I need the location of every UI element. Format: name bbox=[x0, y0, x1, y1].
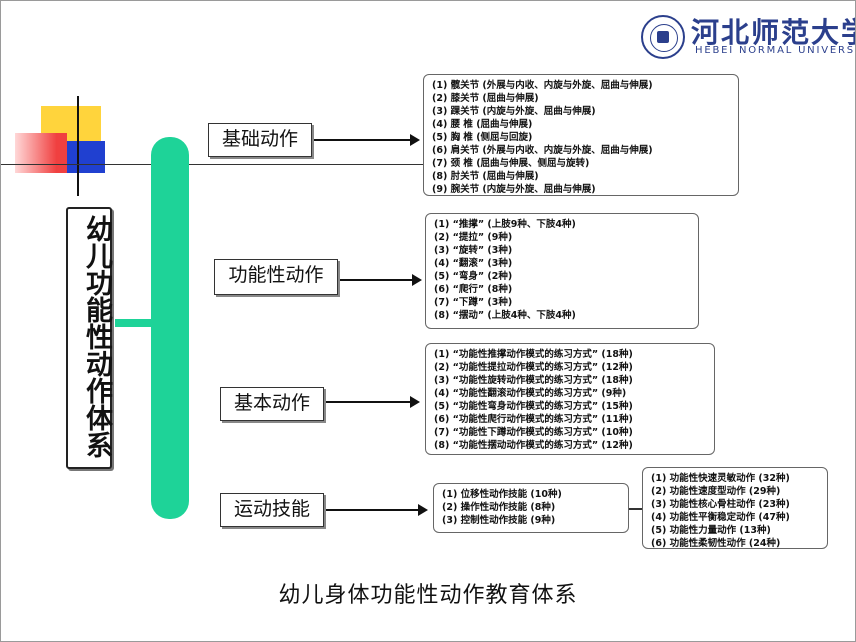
list-item: (5) 胸 椎 (侧屈与回旋) bbox=[432, 132, 533, 143]
arrow-to-list-2 bbox=[340, 274, 422, 286]
list-item: (5) “弯身” (2种) bbox=[434, 271, 513, 282]
university-seal-icon bbox=[641, 15, 685, 59]
list-item: (2) “功能性提拉动作模式的练习方式” (12种) bbox=[434, 362, 633, 373]
list-item: (5) 功能性力量动作 (13种) bbox=[651, 525, 771, 536]
green-brace-bar bbox=[151, 137, 189, 519]
list-item: (7) “下蹲” (3种) bbox=[434, 297, 513, 308]
list-item: (4) 腰 椎 (屈曲与伸展) bbox=[432, 119, 533, 130]
list-item: (8) “功能性摆动动作模式的练习方式” (12种) bbox=[434, 440, 633, 451]
list-item: (4) “功能性翻滚动作模式的练习方式” (9种) bbox=[434, 388, 627, 399]
arrow-to-list-1 bbox=[314, 134, 420, 146]
logo-name-cn: 河北师范大学 bbox=[691, 16, 856, 49]
category-fundamental: 基本动作 bbox=[220, 387, 324, 421]
list-item: (3) 踝关节 (内旋与外旋、屈曲与伸展) bbox=[432, 106, 596, 117]
connector-line bbox=[629, 508, 642, 510]
list-item: (2) 功能性速度型动作 (29种) bbox=[651, 486, 781, 497]
list-item: (7) “功能性下蹲动作模式的练习方式” (10种) bbox=[434, 427, 633, 438]
list-item: (1) “功能性推撑动作模式的练习方式” (18种) bbox=[434, 349, 633, 360]
list-item: (6) 功能性柔韧性动作 (24种) bbox=[651, 538, 781, 549]
list-item: (1) “推撑” (上肢9种、下肢4种) bbox=[434, 219, 576, 230]
arrow-to-list-3 bbox=[326, 396, 420, 408]
decor-red-square bbox=[15, 133, 67, 173]
list-item: (6) 肩关节 (外展与内收、内旋与外旋、屈曲与伸展) bbox=[432, 145, 653, 156]
list-item: (9) 腕关节 (内旋与外旋、屈曲与伸展) bbox=[432, 184, 596, 195]
list-item: (5) “功能性弯身动作模式的练习方式” (15种) bbox=[434, 401, 633, 412]
logo-name-en: HEBEI NORMAL UNIVERSITY bbox=[695, 45, 855, 56]
list-item: (3) 控制性动作技能 (9种) bbox=[442, 515, 556, 526]
list-item: (4) 功能性平衡稳定动作 (47种) bbox=[651, 512, 790, 523]
list-item: (2) “提拉” (9种) bbox=[434, 232, 513, 243]
root-title-box: 幼儿功能性动作体系 bbox=[66, 207, 112, 469]
root-title: 幼儿功能性动作体系 bbox=[81, 215, 112, 458]
list-item: (1) 髋关节 (外展与内收、内旋与外旋、屈曲与伸展) bbox=[432, 80, 653, 91]
list-basic-joint: (1) 髋关节 (外展与内收、内旋与外旋、屈曲与伸展) (2) 膝关节 (屈曲与… bbox=[423, 74, 739, 196]
list-motor-skills: (1) 位移性动作技能 (10种) (2) 操作性动作技能 (8种) (3) 控… bbox=[433, 483, 629, 533]
list-item: (6) “爬行” (8种) bbox=[434, 284, 513, 295]
decor-blue-square bbox=[67, 141, 105, 173]
list-item: (7) 颈 椎 (屈曲与伸展、侧屈与旋转) bbox=[432, 158, 590, 169]
decor-vertical-line bbox=[77, 96, 79, 196]
list-item: (1) 功能性快速灵敏动作 (32种) bbox=[651, 473, 790, 484]
list-item: (3) “功能性旋转动作模式的练习方式” (18种) bbox=[434, 375, 633, 386]
list-item: (8) “摆动” (上肢4种、下肢4种) bbox=[434, 310, 576, 321]
list-item: (3) 功能性核心骨柱动作 (23种) bbox=[651, 499, 790, 510]
list-item: (2) 操作性动作技能 (8种) bbox=[442, 502, 556, 513]
category-basic-joint: 基础动作 bbox=[208, 123, 312, 157]
list-item: (8) 肘关节 (屈曲与伸展) bbox=[432, 171, 539, 182]
list-fundamental: (1) “功能性推撑动作模式的练习方式” (18种) (2) “功能性提拉动作模… bbox=[425, 343, 715, 455]
list-functional: (1) “推撑” (上肢9种、下肢4种) (2) “提拉” (9种) (3) “… bbox=[425, 213, 699, 329]
green-brace-arm bbox=[115, 319, 155, 327]
list-item: (6) “功能性爬行动作模式的练习方式” (11种) bbox=[434, 414, 633, 425]
list-item: (4) “翻滚” (3种) bbox=[434, 258, 513, 269]
slide-caption: 幼儿身体功能性动作教育体系 bbox=[278, 583, 578, 608]
category-motor-skills: 运动技能 bbox=[220, 493, 324, 527]
decor-horizontal-line bbox=[1, 164, 641, 165]
list-item: (2) 膝关节 (屈曲与伸展) bbox=[432, 93, 539, 104]
list-motor-sub: (1) 功能性快速灵敏动作 (32种) (2) 功能性速度型动作 (29种) (… bbox=[642, 467, 828, 549]
list-item: (1) 位移性动作技能 (10种) bbox=[442, 489, 562, 500]
category-functional: 功能性动作 bbox=[214, 259, 338, 295]
arrow-to-list-4 bbox=[326, 504, 428, 516]
list-item: (3) “旋转” (3种) bbox=[434, 245, 513, 256]
